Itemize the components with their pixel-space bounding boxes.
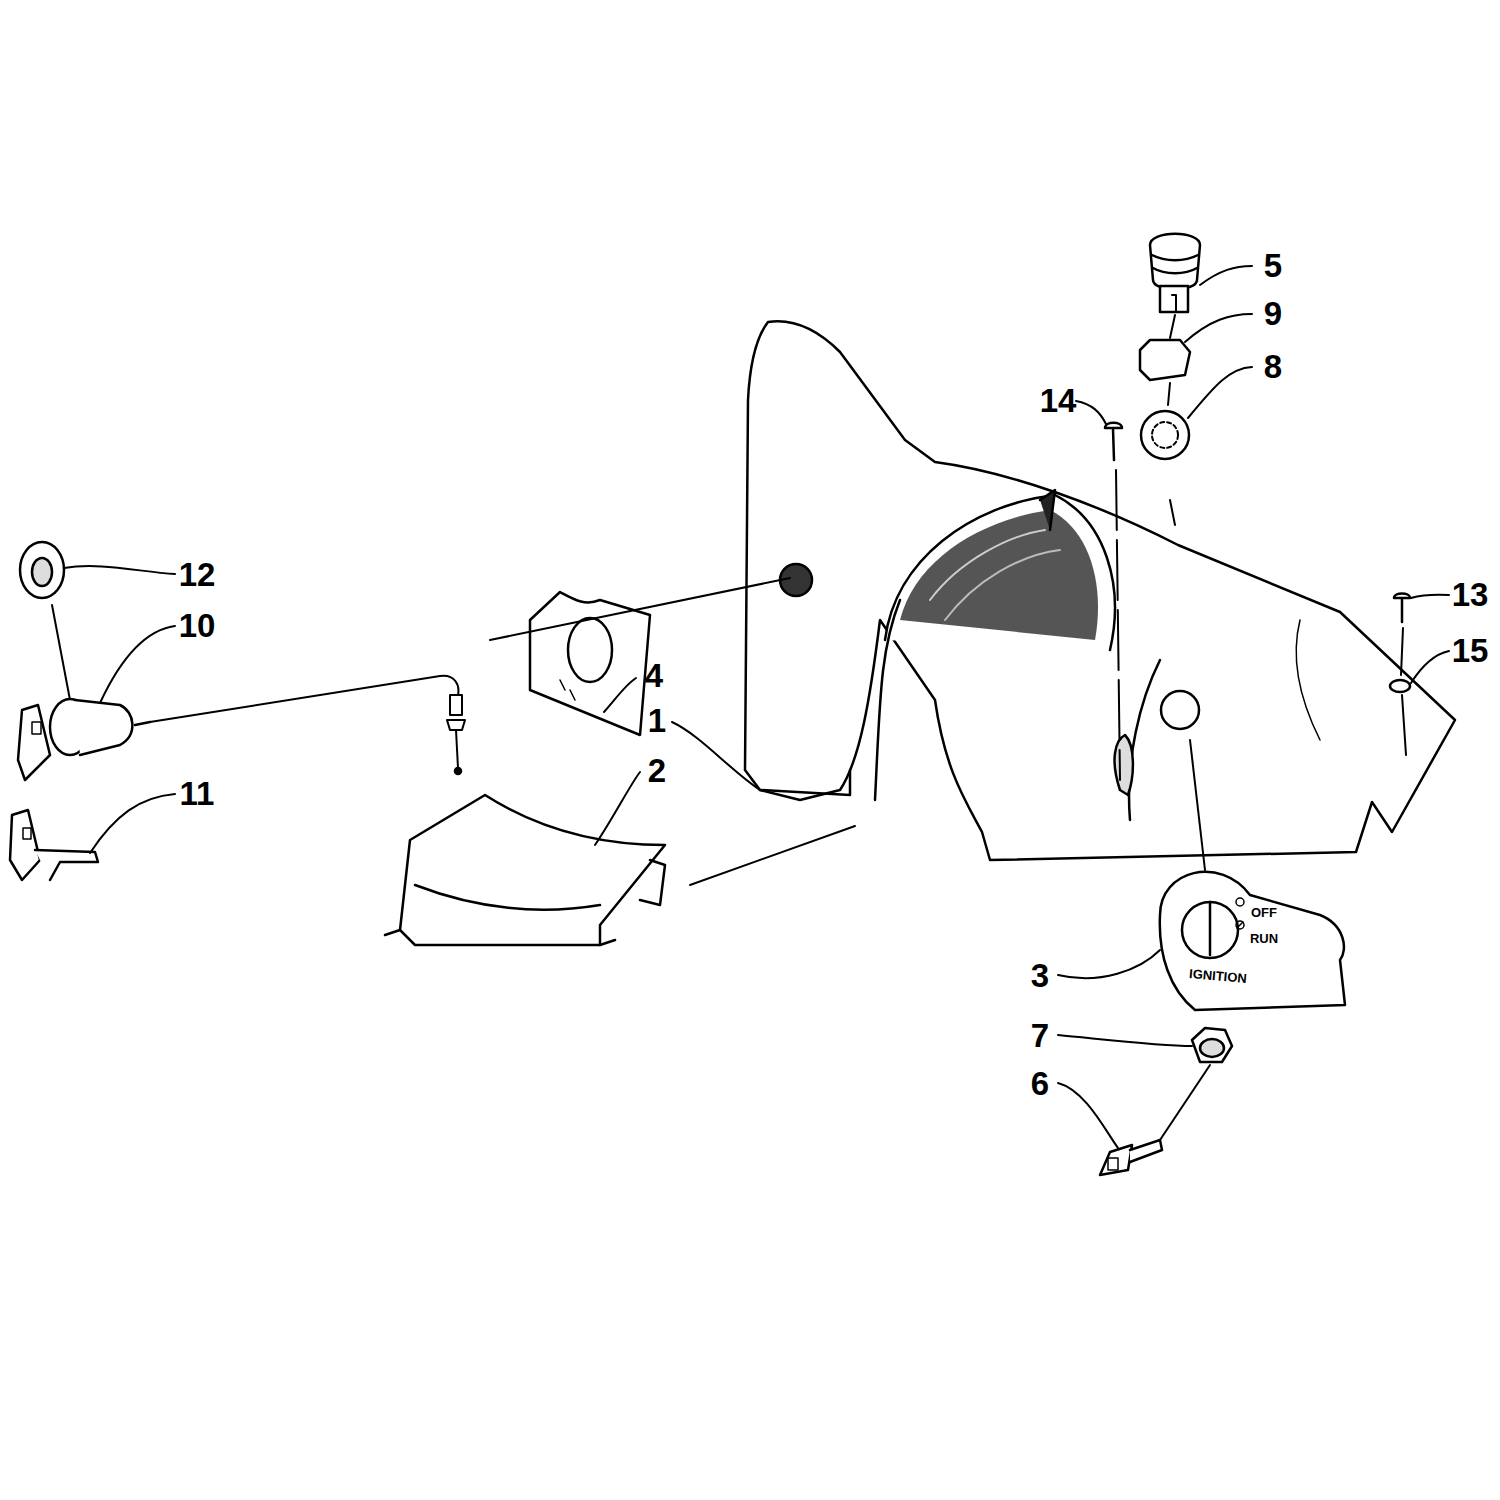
lever-11 xyxy=(10,810,98,880)
lock-washer xyxy=(1141,411,1189,459)
callout-number: 5 xyxy=(1264,249,1282,282)
callout-number: 6 xyxy=(1031,1067,1049,1100)
callout-number: 8 xyxy=(1264,350,1282,383)
ring xyxy=(20,542,64,598)
screw-14 xyxy=(1105,423,1122,460)
leader-lines xyxy=(64,266,1449,1148)
lower-cover xyxy=(385,795,665,945)
callout-number: 12 xyxy=(179,558,216,591)
screw-13 xyxy=(1394,594,1410,623)
callout-number: 13 xyxy=(1452,578,1489,611)
ignition-plate xyxy=(1160,872,1345,1010)
housing xyxy=(745,321,1455,860)
washer xyxy=(1390,680,1410,692)
switch-position: RUN xyxy=(1250,932,1278,945)
callout-number: 14 xyxy=(1040,384,1077,417)
nut-9 xyxy=(1140,340,1190,380)
nut xyxy=(1192,1028,1232,1062)
callout-number: 10 xyxy=(179,609,216,642)
callout-number: 9 xyxy=(1264,297,1282,330)
knob xyxy=(1150,234,1200,312)
callout-number: 11 xyxy=(180,777,215,810)
key xyxy=(1100,1140,1162,1175)
callout-number: 15 xyxy=(1452,634,1489,667)
callout-number: 7 xyxy=(1031,1019,1049,1052)
callout-number: 4 xyxy=(645,659,663,692)
callout-number: 1 xyxy=(648,704,666,737)
callout-number: 3 xyxy=(1031,959,1049,992)
callout-number: 2 xyxy=(648,754,666,787)
switch-position: OFF xyxy=(1251,906,1277,919)
decal-plate xyxy=(530,592,650,735)
choke-lever xyxy=(18,676,465,780)
